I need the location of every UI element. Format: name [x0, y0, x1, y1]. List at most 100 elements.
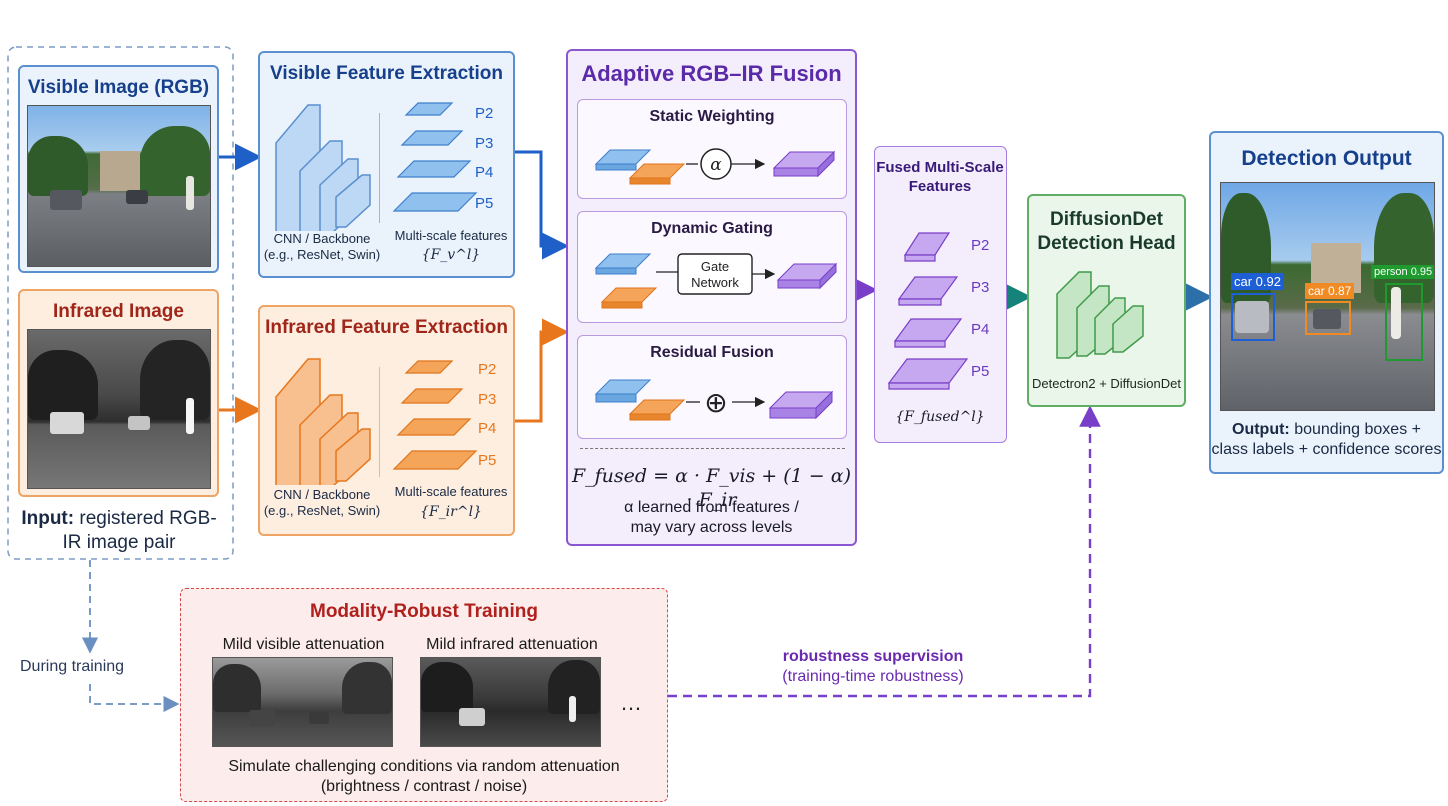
visible-street-photo [27, 105, 211, 267]
dynamic-gating-card: Dynamic Gating Gate Network [577, 211, 847, 323]
gate-line1: Gate [700, 259, 730, 274]
head-title: DiffusionDet Detection Head [1029, 208, 1184, 256]
fused-feature-stack-icon [887, 232, 969, 390]
detection-label-person: person 0.95 [1371, 265, 1434, 279]
head-caption: Detectron2 + DiffusionDet [1032, 376, 1181, 391]
training-caption: Simulate challenging conditions via rand… [181, 757, 667, 797]
robust-training-panel: Modality-Robust Training Mild visible at… [180, 588, 668, 802]
training-caption-line1: Simulate challenging conditions via rand… [228, 758, 620, 775]
visible-multiscale-label: Multi-scale features [394, 228, 508, 243]
static-alpha-symbol: α [710, 155, 722, 175]
infrared-feature-stack-icon [392, 360, 478, 470]
fusion-panel: Adaptive RGB–IR Fusion Static Weighting … [566, 49, 857, 546]
infrared-level-p5: P5 [478, 452, 497, 469]
supervision-line2: (training-time robustness) [782, 668, 964, 685]
head-title-line2: Detection Head [1037, 232, 1176, 254]
input-caption-rest: registered RGB-IR image pair [62, 508, 217, 553]
infrared-extraction-title: Infrared Feature Extraction [265, 317, 508, 338]
detection-box-person [1385, 283, 1423, 361]
output-caption-rest2: class labels + confidence scores [1211, 441, 1442, 458]
residual-fusion-diagram: ⊕ [594, 379, 834, 421]
fused-title-line1: Fused Multi-Scale [876, 159, 1004, 176]
infrared-extraction-panel: Infrared Feature Extraction CNN / Backbo… [258, 305, 515, 536]
fused-level-p5: P5 [971, 363, 990, 380]
infrared-feature-set: {F_ir^l} [420, 504, 482, 520]
gate-network-label: Gate Network [678, 259, 752, 292]
residual-plus-symbol: ⊕ [704, 386, 727, 419]
infrared-backbone-icon [275, 358, 371, 485]
visible-extraction-title: Visible Feature Extraction [269, 63, 503, 84]
arrow-robustness-supervision [668, 405, 1101, 698]
gate-line2: Network [691, 275, 739, 291]
input-frame [7, 46, 234, 560]
infrared-level-p3: P3 [478, 391, 497, 408]
infrared-image-panel: Infrared Image [18, 289, 219, 497]
training-title: Modality-Robust Training [310, 601, 538, 622]
static-weighting-card: Static Weighting α [577, 99, 847, 199]
infrared-backbone-line1: CNN / Backbone [273, 487, 371, 502]
output-caption: Output: bounding boxes + class labels + … [1211, 420, 1442, 460]
visible-level-p4: P4 [475, 164, 494, 181]
output-title: Detection Output [1241, 147, 1412, 170]
visible-attenuated-photo [212, 657, 393, 747]
fused-features-panel: Fused Multi-Scale Features P2 P3 P4 P5 {… [874, 146, 1007, 443]
arrow-training-label-to-box [89, 684, 180, 713]
fusion-note-line1: α learned from features / [624, 499, 799, 516]
detection-box-car-2 [1305, 301, 1351, 335]
dynamic-gating-title: Dynamic Gating [651, 220, 773, 237]
static-weighting-diagram: α [594, 148, 836, 185]
fusion-formula: F_fused = α · F_vis + (1 − α) · F_ir [571, 465, 852, 511]
visible-backbone-line1: CNN / Backbone [273, 231, 371, 246]
during-training-label: During training [20, 658, 125, 675]
infrared-image-title: Infrared Image [53, 301, 184, 322]
detection-label-car-2: car 0.87 [1305, 283, 1355, 299]
detection-head-panel: DiffusionDet Detection Head Detectron2 +… [1027, 194, 1186, 407]
infrared-attenuated-photo [420, 657, 601, 747]
arrow-visible-features-to-fusion [515, 150, 569, 260]
residual-fusion-card: Residual Fusion ⊕ [577, 335, 847, 439]
visible-image-title: Visible Image (RGB) [27, 77, 210, 98]
visible-attenuation-label: Mild visible attenuation [222, 636, 385, 653]
visible-level-p2: P2 [475, 105, 494, 122]
infrared-backbone-line2: (e.g., ResNet, Swin) [263, 503, 381, 519]
detection-label-car-1: car 0.92 [1231, 273, 1284, 290]
infrared-level-p2: P2 [478, 361, 497, 378]
visible-backbone-label: CNN / Backbone (e.g., ResNet, Swin) [262, 231, 382, 264]
visible-level-p5: P5 [475, 195, 494, 212]
residual-fusion-title: Residual Fusion [650, 344, 774, 361]
fused-level-p3: P3 [971, 279, 990, 296]
visible-extraction-panel: Visible Feature Extraction CNN / Backbon… [258, 51, 515, 278]
fused-feature-set: {F_fused^l} [895, 409, 985, 425]
output-caption-bold: Output: [1232, 421, 1290, 438]
detection-box-car-1 [1231, 293, 1275, 341]
detection-head-icon [1056, 271, 1144, 359]
output-caption-rest1: bounding boxes + [1294, 421, 1421, 438]
infrared-multiscale-label: Multi-scale features [394, 484, 508, 499]
fusion-note: α learned from features / may vary acros… [568, 498, 855, 538]
input-caption: Input: registered RGB-IR image pair [14, 507, 224, 555]
visible-feature-set: {F_v^l} [421, 247, 481, 263]
infrared-level-p4: P4 [478, 420, 497, 437]
infrared-attenuation-label: Mild infrared attenuation [426, 636, 598, 653]
output-street-photo: car 0.92 car 0.87 person 0.95 [1220, 182, 1435, 411]
input-caption-bold: Input: [21, 508, 75, 529]
visible-backbone-line2: (e.g., ResNet, Swin) [263, 247, 381, 263]
training-caption-line2: (brightness / contrast / noise) [320, 778, 528, 795]
infrared-street-photo [27, 329, 211, 489]
fused-title-line2: Features [908, 177, 972, 195]
visible-feature-stack-icon [392, 102, 478, 212]
robustness-supervision-label: robustness supervision (training-time ro… [760, 647, 986, 687]
fused-level-p4: P4 [971, 321, 990, 338]
visible-level-p3: P3 [475, 135, 494, 152]
visible-backbone-icon [275, 104, 371, 231]
fusion-title: Adaptive RGB–IR Fusion [581, 61, 842, 86]
fused-level-p2: P2 [971, 237, 990, 254]
head-title-line1: DiffusionDet [1050, 209, 1163, 230]
fusion-note-line2: may vary across levels [630, 519, 793, 536]
detection-output-panel: Detection Output car 0.92 car 0.87 perso… [1209, 131, 1444, 474]
dynamic-gating-diagram [594, 253, 838, 309]
infrared-backbone-label: CNN / Backbone (e.g., ResNet, Swin) [262, 487, 382, 520]
supervision-line1: robustness supervision [782, 648, 964, 665]
static-weighting-title: Static Weighting [649, 108, 775, 125]
